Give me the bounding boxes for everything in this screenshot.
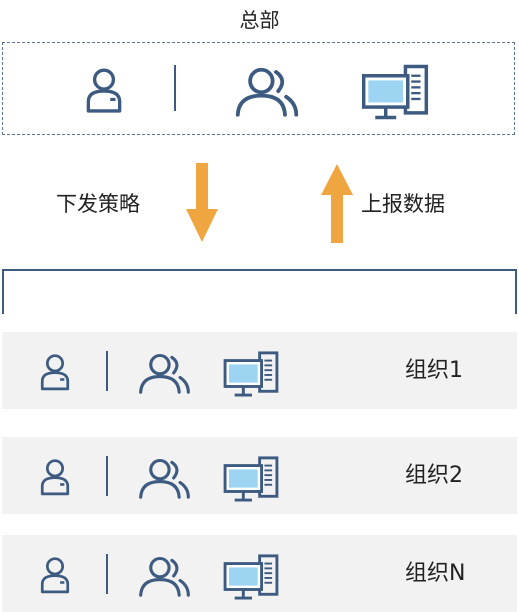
headquarters-box xyxy=(2,42,515,135)
org-label: 组织1 xyxy=(405,358,463,383)
divider xyxy=(174,65,176,111)
user-group-icon xyxy=(139,556,190,597)
org-label: 组织2 xyxy=(405,463,463,488)
user-icon xyxy=(40,459,70,496)
organizations-bracket xyxy=(2,269,517,314)
computer-icon xyxy=(223,456,279,502)
org-label: 组织N xyxy=(405,561,466,586)
user-icon xyxy=(40,557,70,594)
divider xyxy=(106,351,108,391)
org-row: 组织2 xyxy=(2,437,517,514)
computer-icon xyxy=(223,351,279,397)
user-group-icon xyxy=(139,353,190,394)
distribute-policy-label: 下发策略 xyxy=(56,192,140,216)
org-row: 组织1 xyxy=(2,332,517,409)
computer-icon xyxy=(223,554,279,600)
computer-icon xyxy=(361,64,429,120)
user-group-icon xyxy=(139,458,190,499)
user-icon xyxy=(40,354,70,391)
arrow-up-icon xyxy=(321,164,353,243)
report-data-label: 上报数据 xyxy=(361,192,445,216)
divider xyxy=(106,554,108,594)
headquarters-title: 总部 xyxy=(239,8,280,32)
org-row: 组织N xyxy=(2,535,517,612)
divider xyxy=(106,456,108,496)
user-group-icon xyxy=(235,67,299,117)
user-icon xyxy=(86,68,122,113)
arrow-down-icon xyxy=(186,163,218,242)
